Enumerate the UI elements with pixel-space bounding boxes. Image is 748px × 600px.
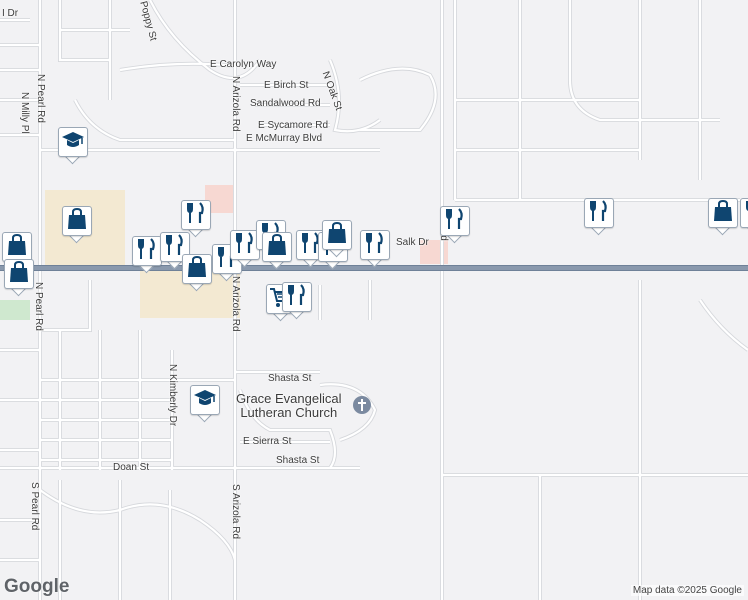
map-pin-shopping-bag[interactable] [322, 220, 352, 258]
map-pin-restaurant[interactable] [282, 282, 312, 320]
map-pin-restaurant[interactable] [230, 230, 260, 268]
pin-badge [360, 230, 390, 260]
pin-badge [132, 236, 162, 266]
pin-badge [322, 220, 352, 250]
map-pin-shopping-bag[interactable] [182, 254, 212, 292]
street-label-s-arizola-rd: S Arizola Rd [230, 484, 241, 540]
church-name-line-2: Lutheran Church [240, 405, 338, 420]
map-pin-shopping-bag[interactable] [708, 198, 738, 236]
street-label-n-pearl-rd-south: N Pearl Rd [33, 282, 44, 331]
street-label-salk-dr: Salk Dr [396, 237, 429, 248]
shopping-bag-icon [186, 255, 208, 284]
map-pin-shopping-bag[interactable] [2, 232, 32, 270]
map-attribution[interactable]: Map data ©2025 Google [630, 585, 744, 596]
street-label-n-milly-pl: N Milly Pl [19, 92, 30, 134]
school-icon [193, 387, 217, 414]
restaurant-icon [444, 207, 466, 236]
church-name-line-1: Grace Evangelical [236, 391, 342, 406]
map-pin-restaurant[interactable] [440, 206, 470, 244]
map-pin-shopping-bag[interactable] [262, 232, 292, 270]
restaurant-icon [164, 233, 186, 262]
church-poi-label[interactable]: Grace Evangelical Lutheran Church [236, 392, 342, 420]
street-label-e-birch-st: E Birch St [264, 80, 309, 91]
street-label-n-arizola-rd-south: N Arizola Rd [230, 276, 241, 332]
street-label-i-dr: I Dr [2, 8, 19, 19]
pin-badge [62, 206, 92, 236]
pin-badge [190, 385, 220, 415]
pin-badge [230, 230, 260, 260]
school-icon [61, 129, 85, 156]
shopping-bag-icon [8, 260, 30, 289]
google-logo: Google [4, 576, 70, 597]
street-label-sandalwood-rd: Sandalwood Rd [250, 98, 321, 109]
restaurant-icon [744, 199, 748, 228]
restaurant-icon [286, 283, 308, 312]
restaurant-icon [364, 231, 386, 260]
shopping-bag-icon [326, 221, 348, 250]
shopping-bag-icon [66, 207, 88, 236]
map-pin-restaurant[interactable] [360, 230, 390, 268]
restaurant-icon [588, 199, 610, 228]
shopping-bag-icon [6, 233, 28, 262]
map-pin-restaurant[interactable] [181, 200, 211, 238]
street-label-n-kimberly-dr: N Kimberly Dr [167, 364, 178, 427]
street-label-shasta-st-south: Shasta St [276, 455, 320, 466]
street-label-e-sierra-st: E Sierra St [243, 436, 292, 447]
street-label-n-pearl-rd: N Pearl Rd [35, 74, 46, 123]
pin-badge [58, 127, 88, 157]
pin-badge [212, 244, 242, 274]
street-label-e-carolyn-way: E Carolyn Way [210, 59, 277, 70]
restaurant-icon [300, 231, 322, 260]
map-pin-shopping-bag[interactable] [4, 259, 34, 297]
shopping-bag-icon [712, 199, 734, 228]
restaurant-icon [234, 231, 256, 260]
map-pin-restaurant[interactable] [584, 198, 614, 236]
cross-icon[interactable] [352, 395, 372, 415]
pin-badge [181, 200, 211, 230]
street-label-n-arizola-rd: N Arizola Rd [230, 76, 241, 132]
map-pin-restaurant[interactable] [132, 236, 162, 274]
street-label-e-sycamore-rd: E Sycamore Rd [258, 120, 329, 131]
map-pin-school[interactable] [190, 385, 220, 423]
street-label-e-mcmurray-blvd: E McMurray Blvd [246, 133, 323, 144]
pin-badge [160, 232, 190, 262]
pin-badge [708, 198, 738, 228]
map-pin-school[interactable] [58, 127, 88, 165]
pin-badge [2, 232, 32, 262]
pin-badge [262, 232, 292, 262]
pin-badge [282, 282, 312, 312]
street-label-shasta-st-north: Shasta St [268, 373, 312, 384]
pin-badge [440, 206, 470, 236]
shopping-bag-icon [266, 233, 288, 262]
street-label-doan-st: Doan St [113, 462, 150, 473]
map-pin-restaurant[interactable] [212, 244, 242, 282]
map-pin-restaurant[interactable] [160, 232, 190, 270]
restaurant-icon [136, 237, 158, 266]
pin-badge [584, 198, 614, 228]
pin-badge [182, 254, 212, 284]
street-label-s-pearl-rd: S Pearl Rd [29, 482, 40, 531]
map-pin-shopping-bag[interactable] [62, 206, 92, 244]
map-pin-restaurant[interactable] [740, 198, 748, 236]
pin-badge [4, 259, 34, 289]
pin-badge [740, 198, 748, 228]
restaurant-icon [185, 201, 207, 230]
